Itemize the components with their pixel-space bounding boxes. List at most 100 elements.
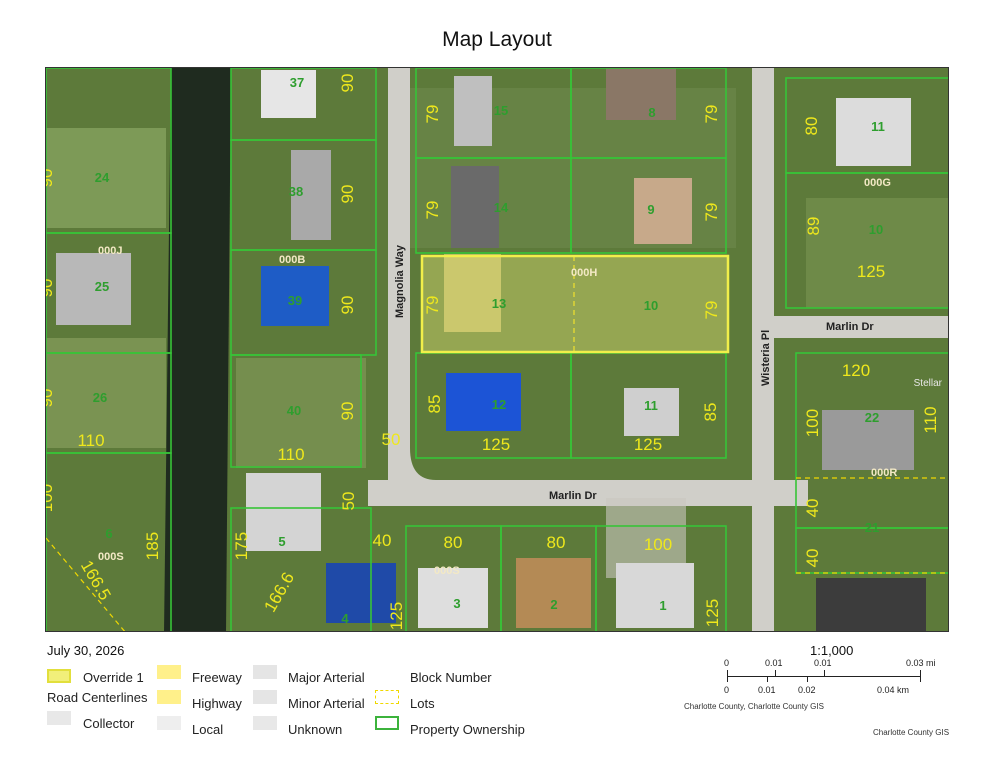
dimension-label: 100 <box>803 409 822 437</box>
dimension-label: 80 <box>444 533 463 552</box>
legend-minor-arterial: Minor Arterial <box>288 696 365 711</box>
scale-bar-tick <box>727 670 728 682</box>
scale-mi-tick: 0 <box>724 658 730 668</box>
lot-number-label: 24 <box>95 170 110 185</box>
scale-km-tick: 0.02 <box>798 685 816 695</box>
lot-number-label: 11 <box>644 398 658 413</box>
lot-number-label: 40 <box>287 403 301 418</box>
lot-number-label: 39 <box>288 293 302 308</box>
dimension-label: 120 <box>842 361 870 380</box>
lots-swatch <box>375 690 399 704</box>
block-number-label: 000S <box>434 565 460 577</box>
dimension-label: 90 <box>338 402 357 421</box>
scale-mi-tick: 0.03 mi <box>906 658 936 668</box>
dimension-label: 90 <box>46 169 56 188</box>
block-number-label: 000B <box>279 254 305 266</box>
parcel-map[interactable]: Magnolia Way Wisteria Pl Marlin Dr Marli… <box>46 68 949 632</box>
lot-number-label: 38 <box>289 184 303 199</box>
dimension-label: 110 <box>277 445 304 464</box>
dimension-label: 79 <box>702 203 721 222</box>
lot-number-label: 10 <box>644 298 658 313</box>
lot-number-label: 21 <box>865 520 879 535</box>
lot-number-label: 26 <box>93 390 107 405</box>
dimension-label: 110 <box>921 406 940 433</box>
lot-number-label: 22 <box>865 410 879 425</box>
dimension-label: 90 <box>46 279 56 298</box>
watermark-text: Stellar <box>914 378 943 389</box>
block-number-label: 000R <box>871 467 897 479</box>
scale-mi-tick: 0.01 <box>765 658 783 668</box>
major-arterial-swatch <box>253 665 277 679</box>
legend-freeway: Freeway <box>192 670 242 685</box>
dimension-label: 125 <box>703 599 722 627</box>
lot-number-label: 11 <box>871 119 885 134</box>
dimension-label: 100 <box>46 484 56 512</box>
lot-number-label: 12 <box>492 397 506 412</box>
block-number-label: 000S <box>98 551 124 563</box>
scale-bar-tick <box>767 676 768 682</box>
scale-km-tick: 0 <box>724 685 730 695</box>
lot-number-label: 37 <box>290 75 304 90</box>
street-label: Magnolia Way <box>394 244 406 318</box>
dimension-label: 125 <box>634 435 662 454</box>
map-frame[interactable]: Magnolia Way Wisteria Pl Marlin Dr Marli… <box>45 67 949 632</box>
dimension-label: 90 <box>338 185 357 204</box>
map-corner-credit: Charlotte County GIS <box>873 728 950 737</box>
freeway-swatch <box>157 665 181 679</box>
dimension-label: 125 <box>482 435 510 454</box>
dimension-label: 40 <box>803 499 822 518</box>
lot-number-label: 3 <box>453 596 460 611</box>
dimension-label: 85 <box>701 403 720 422</box>
highway-swatch <box>157 690 181 704</box>
scale-ratio: 1:1,000 <box>810 643 854 658</box>
legend-major-arterial: Major Arterial <box>288 670 365 685</box>
block-number-label: 000J <box>98 245 122 257</box>
block-number-label: 000G <box>864 177 891 189</box>
lot-number-label: 10 <box>869 222 883 237</box>
unknown-swatch <box>253 716 277 730</box>
collector-swatch <box>47 711 71 725</box>
block-number-label: 000H <box>571 267 597 279</box>
legend-road-centerlines: Road Centerlines <box>47 690 148 705</box>
dimension-label: 50 <box>382 430 401 449</box>
scale-km-tick: 0.01 <box>758 685 776 695</box>
local-swatch <box>157 716 181 730</box>
map-title: Map Layout <box>442 28 552 51</box>
lot-number-label: 6 <box>105 526 112 541</box>
lot-number-label: 9 <box>647 202 654 217</box>
dimension-label: 125 <box>857 262 885 281</box>
legend-lots: Lots <box>410 696 435 711</box>
street-label: Marlin Dr <box>826 321 874 333</box>
legend-block-number: Block Number <box>410 670 492 685</box>
dimension-label: 80 <box>802 117 821 136</box>
lot-number-label: 13 <box>492 296 506 311</box>
dimension-label: 125 <box>387 602 406 630</box>
dimension-label: 79 <box>423 201 442 220</box>
dimension-label: 79 <box>702 105 721 124</box>
scale-bar-tick <box>807 676 808 682</box>
lot-number-label: 15 <box>494 103 508 118</box>
dimension-label: 40 <box>803 549 822 568</box>
dimension-label: 110 <box>77 431 104 450</box>
map-date: July 30, 2026 <box>47 643 125 658</box>
lot-number-label: 2 <box>550 597 557 612</box>
lot-number-label: 8 <box>648 105 655 120</box>
lot-number-label: 14 <box>494 200 509 215</box>
dimension-label: 79 <box>702 301 721 320</box>
lot-number-label: 1 <box>659 598 666 613</box>
dimension-label: 100 <box>644 535 672 554</box>
ownership-swatch <box>375 716 399 730</box>
dimension-label: 90 <box>46 389 56 408</box>
street-label: Wisteria Pl <box>760 330 772 386</box>
lot-number-label: 4 <box>341 611 349 626</box>
legend-local: Local <box>192 722 224 737</box>
scale-mi-tick: 0.01 <box>814 658 832 668</box>
map-sources-credit: Charlotte County, Charlotte County GIS <box>684 702 824 711</box>
scale-bar-line <box>727 676 921 677</box>
lot-number-label: 25 <box>95 279 109 294</box>
dimension-label: 79 <box>423 296 442 315</box>
legend-override: Override 1 <box>83 670 144 685</box>
scale-km-tick: 0.04 km <box>877 685 910 695</box>
dimension-label: 175 <box>232 532 251 560</box>
scale-bar-tick <box>824 670 825 676</box>
